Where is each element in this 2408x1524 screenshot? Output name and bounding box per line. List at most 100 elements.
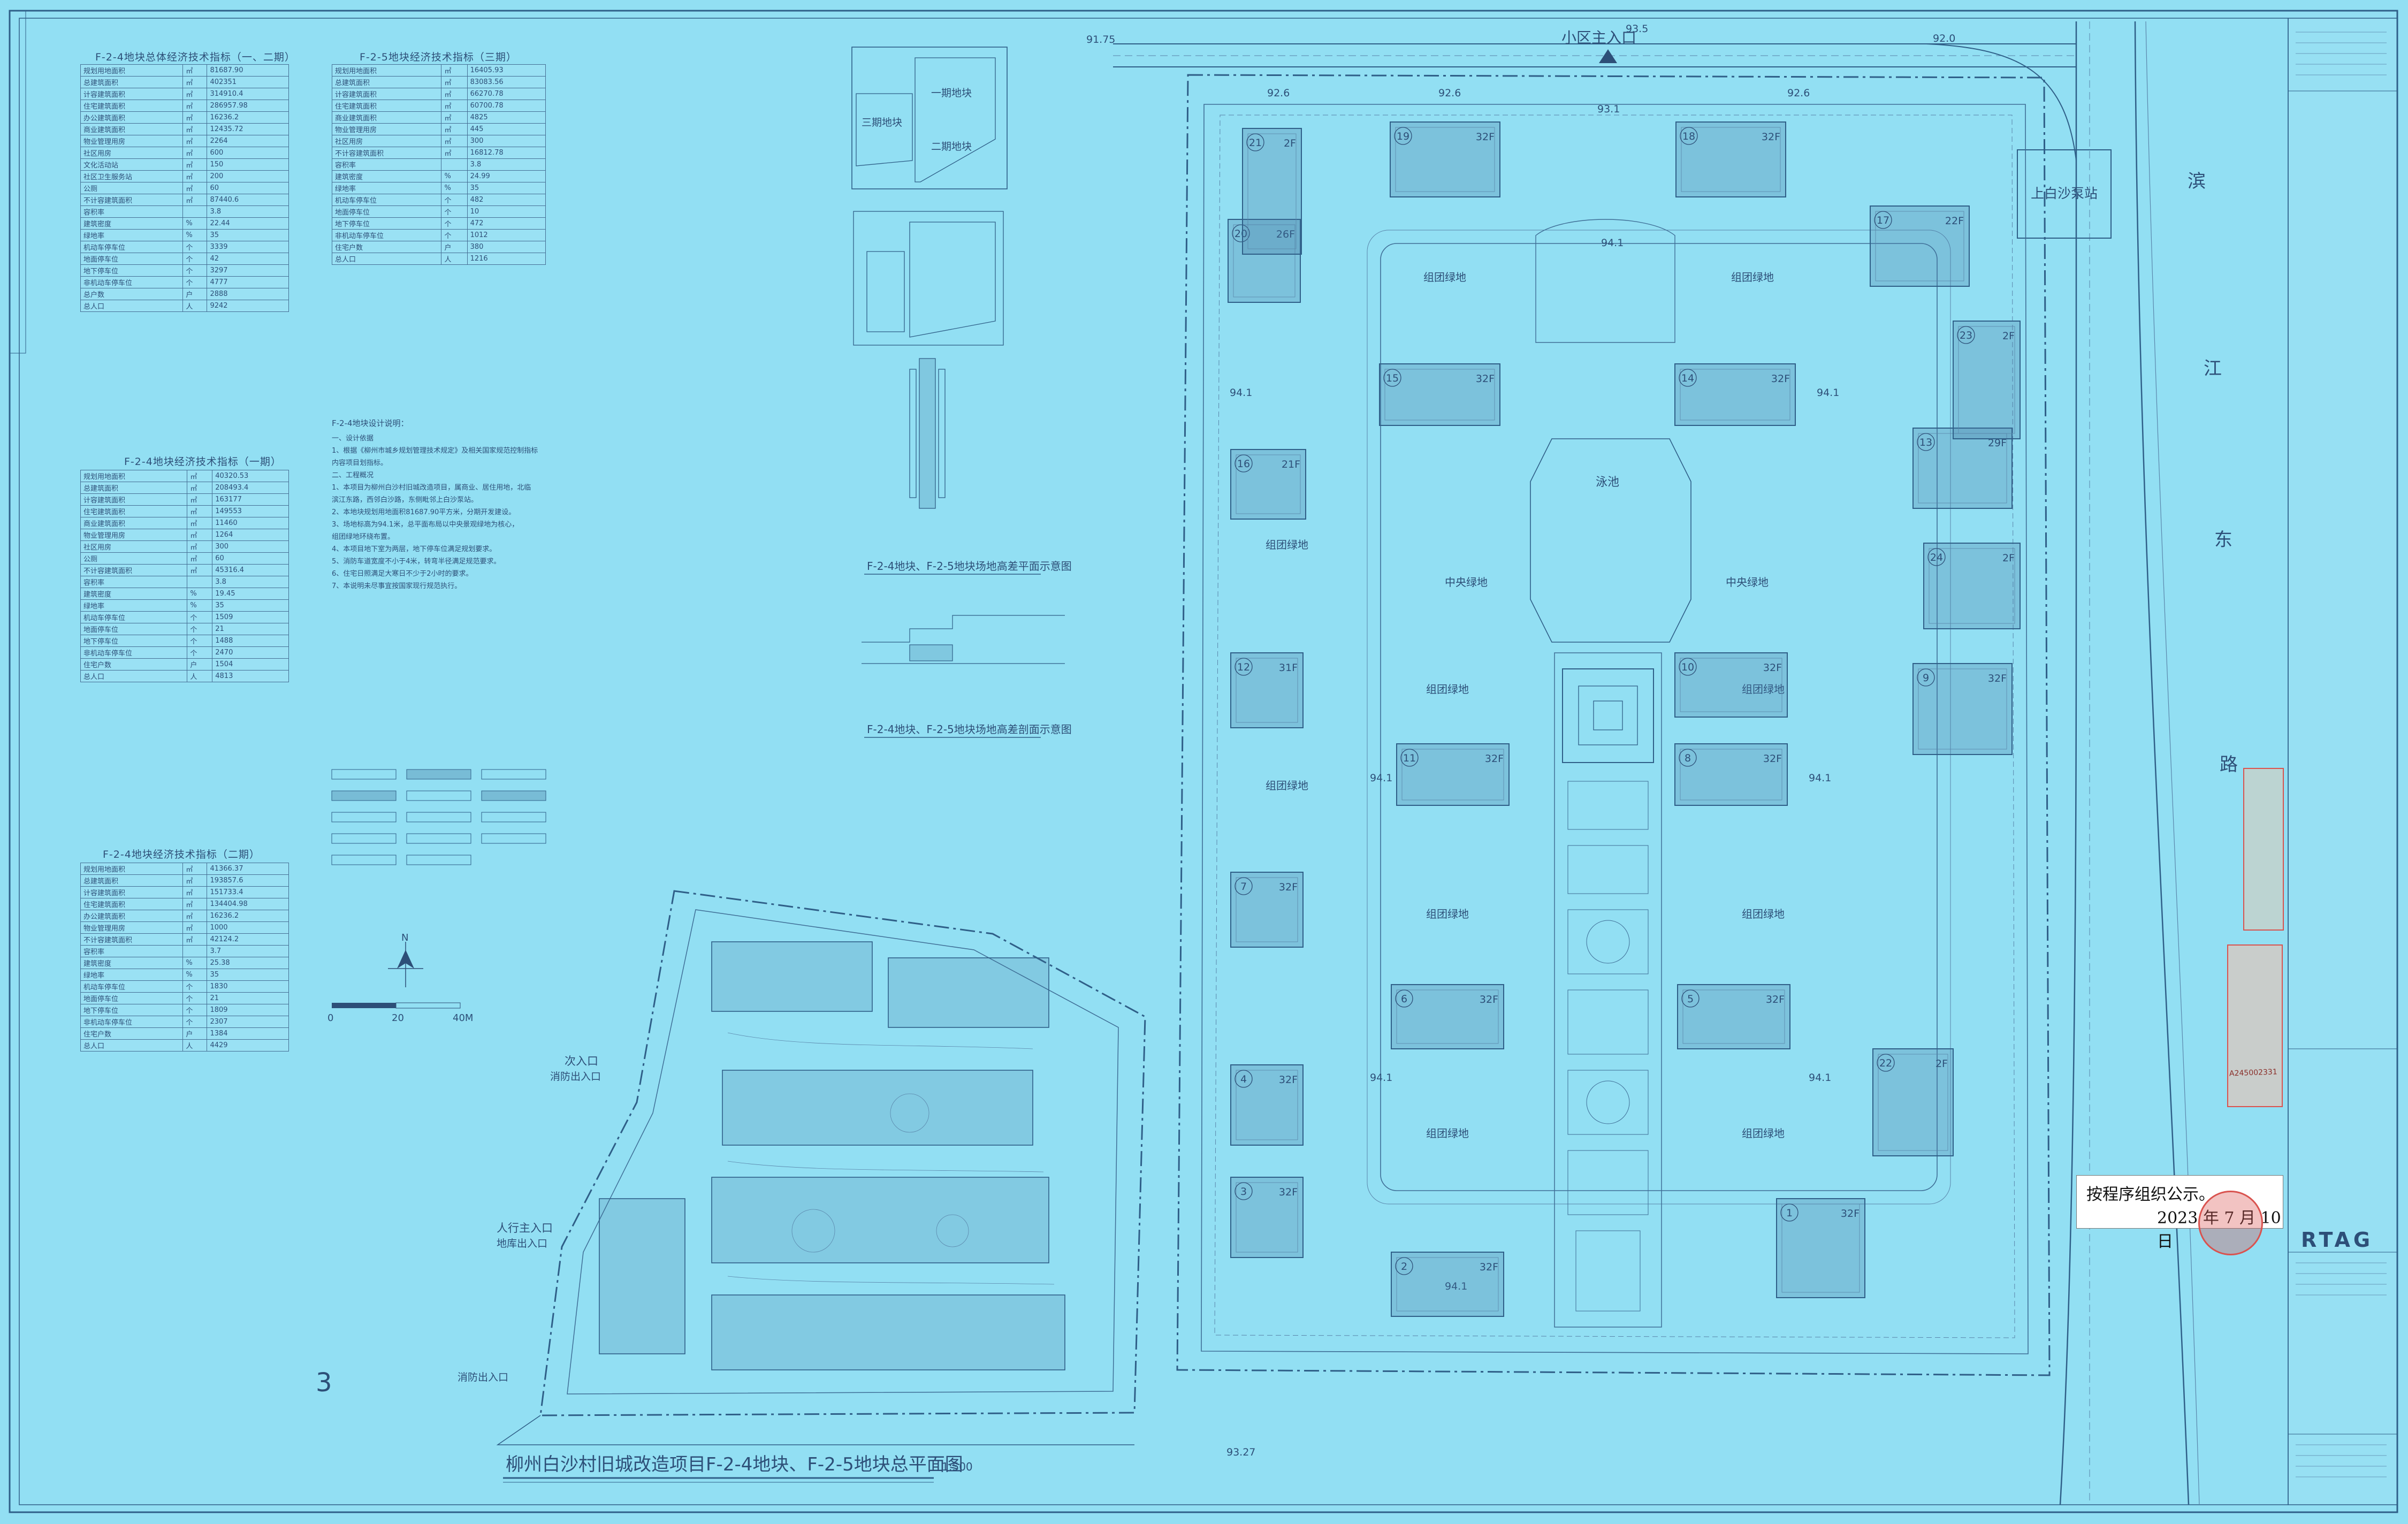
building-number: 1 (1786, 1207, 1793, 1219)
bottom-corner-mark: 3 (316, 1368, 332, 1398)
table-cell-unit: ㎡ (182, 910, 208, 922)
table-cell-value: 149553 (212, 505, 289, 517)
table-cell-value: 16405.93 (467, 64, 546, 77)
table-cell-unit: 户 (182, 1027, 208, 1040)
elevation-94-1-d: 94.1 (1370, 772, 1392, 784)
building-footprint (1230, 872, 1304, 948)
table-cell-unit: ㎡ (441, 88, 468, 100)
table-cell-value: 314910.4 (207, 88, 289, 100)
table-cell-item: 不计容建筑面积 (80, 194, 184, 206)
table-cell-value: 3.8 (467, 158, 546, 171)
table-cell-unit: % (187, 588, 213, 600)
building-floors: 2F (2002, 552, 2015, 564)
table-cell-item: 规划用地面积 (331, 64, 442, 77)
site-boundary-f25 (539, 890, 1146, 1416)
building-footprint (1674, 652, 1788, 718)
group-green-label-5: 组团绿地 (1426, 908, 1469, 920)
road-name-char-2: 江 (2204, 358, 2222, 379)
table-cell-unit: % (187, 599, 213, 612)
table-cell-value: 60 (207, 182, 289, 194)
table-cell-value: 600 (207, 147, 289, 159)
table-cell-unit: ㎡ (182, 194, 208, 206)
building-number: 2 (1401, 1261, 1407, 1272)
table-cell-unit: % (441, 170, 468, 182)
building-floors: 26F (1276, 228, 1295, 240)
elevation-92-6-ne: 92.6 (1787, 87, 1810, 99)
building-number: 19 (1397, 131, 1409, 142)
table-cell-item: 绿地率 (80, 969, 184, 981)
table-cell-item: 物业管理用房 (80, 921, 184, 934)
table-cell-item: 商业建筑面积 (80, 517, 188, 529)
table-cell-item: 容积率 (80, 576, 188, 588)
table-cell-item: 总人口 (80, 1039, 184, 1051)
table-cell-value: 2470 (212, 646, 289, 659)
building-number: 21 (1249, 137, 1262, 149)
elevation-plan-diagram (853, 211, 1004, 509)
elevation-92-6-nw: 92.6 (1267, 87, 1290, 99)
table-cell-value: 3.8 (207, 205, 289, 218)
building-footprint (1230, 449, 1306, 520)
drawing-title: 柳州白沙村旧城改造项目F-2-4地块、F-2-5地块总平面图 (506, 1454, 963, 1475)
table-cell-unit: ㎡ (187, 552, 213, 565)
design-notes-title: F-2-4地块设计说明： (332, 418, 409, 428)
key-plan-site-c: 三期地块 (862, 117, 902, 128)
table-cell-value: 402351 (207, 76, 289, 88)
seal-number: A245002331 (2229, 1068, 2278, 1078)
table-cell-item: 公厕 (80, 552, 188, 565)
group-green-label-2: 组团绿地 (1731, 271, 1774, 284)
table-cell-value: 22.44 (207, 217, 289, 230)
table-cell-unit: % (182, 217, 208, 230)
table-cell-value: 472 (467, 217, 546, 230)
table-cell-unit: 个 (182, 241, 208, 253)
design-note-line: 1、根据《柳州市城乡规划管理技术规定》及相关国家规范控制指标 (332, 447, 538, 455)
table-1-title: F-2-4地块总体经济技术指标（一、二期） (95, 51, 295, 63)
scale-bar-mid: 20 (392, 1012, 404, 1024)
table-cell-value: 16236.2 (207, 910, 289, 922)
table-cell-value: 1509 (212, 611, 289, 623)
table-cell-item: 办公建筑面积 (80, 910, 184, 922)
design-note-line: 4、本项目地下室为两层，地下停车位满足规划要求。 (332, 545, 497, 553)
building-number: 20 (1235, 228, 1247, 240)
table-cell-unit: % (182, 969, 208, 981)
table-cell-item: 住宅建筑面积 (80, 505, 188, 517)
design-note-line: 1、本项目为柳州白沙村旧城改造项目，属商业、居住用地，北临 (332, 484, 531, 492)
table-cell-value: 83083.56 (467, 76, 546, 88)
table-cell-value: 4813 (212, 670, 289, 682)
design-note-line: 7、本说明未尽事宜按国家现行规范执行。 (332, 582, 462, 590)
table-4-title: F-2-5地块经济技术指标（三期） (360, 51, 517, 63)
elevation-91-75: 91.75 (1086, 34, 1115, 45)
table-cell-item: 地面停车位 (331, 205, 442, 218)
building-number: 7 (1240, 881, 1247, 893)
table-cell-item: 总人口 (80, 670, 188, 682)
table-cell-item: 住宅户数 (80, 1027, 184, 1040)
table-cell-value: 2888 (207, 288, 289, 300)
table-cell-unit: 个 (182, 264, 208, 277)
central-axis (1554, 652, 1662, 1328)
table-cell-unit: ㎡ (187, 482, 213, 494)
red-seal-circle (2198, 1191, 2263, 1255)
seal-stamp-upper (2243, 768, 2284, 931)
table-cell-value: 25.38 (207, 957, 289, 969)
building-footprint (1923, 543, 2021, 629)
table-cell-unit: ㎡ (441, 76, 468, 88)
table-cell-value: 16812.78 (467, 147, 546, 159)
road-edge-west (2059, 21, 2077, 1505)
table-cell-value: 1488 (212, 635, 289, 647)
building-footprint (1230, 1177, 1304, 1258)
annotation-line-1: 按程序组织公示。 (2086, 1185, 2215, 1204)
table-cell-item: 计容建筑面积 (80, 88, 184, 100)
